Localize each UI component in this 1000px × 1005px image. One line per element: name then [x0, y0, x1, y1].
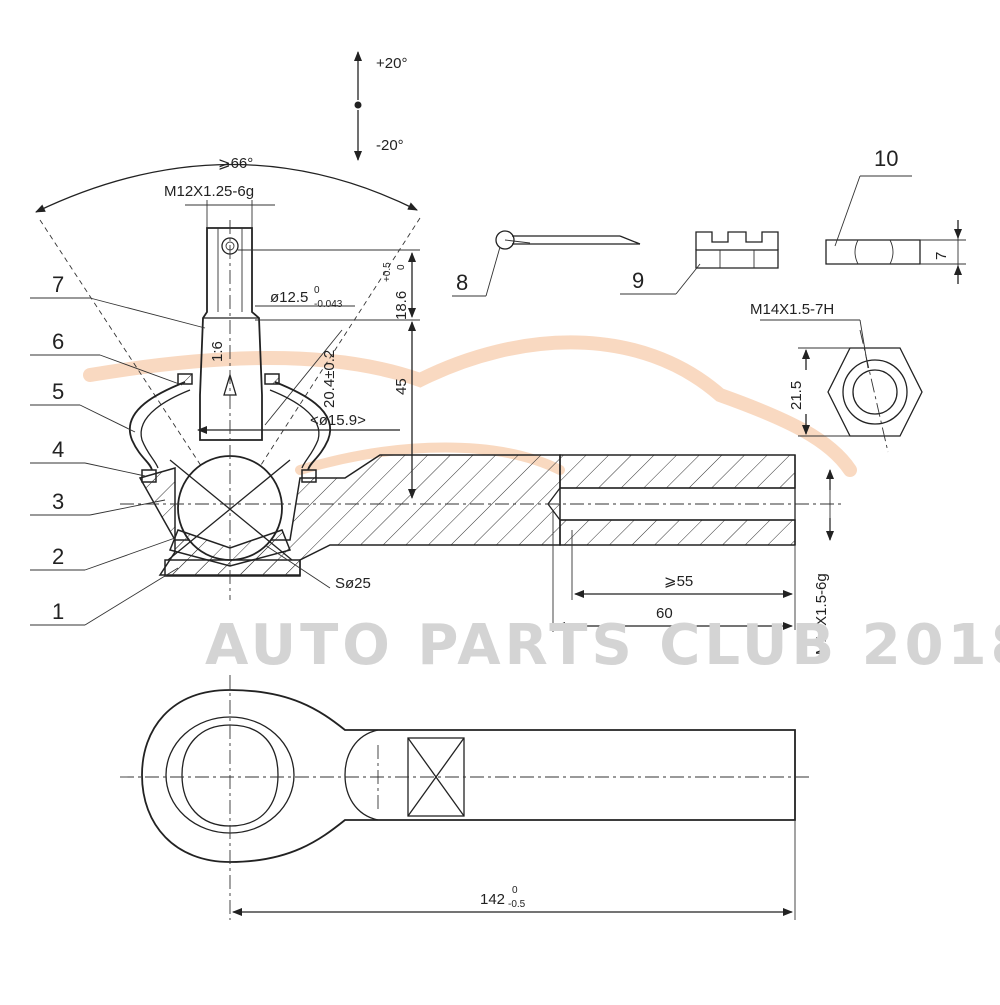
dust-boot: [129, 373, 331, 483]
nut-width-label: 21.5: [788, 381, 805, 410]
tilt-angle-indicator: [354, 51, 362, 161]
callout-leaders: [30, 297, 206, 626]
stud-length-tol-upper: +0.5: [382, 262, 393, 282]
overall-length-label: 142: [480, 891, 505, 908]
overall-length-tol-lower: -0.5: [508, 899, 526, 910]
callout-7: 7: [52, 272, 64, 297]
stud-dia-label: ø12.5: [270, 289, 308, 306]
stud-dia-tol-lower: -0.043: [314, 299, 343, 310]
cone-angle-dimension: [35, 163, 421, 511]
overall-length-tol-upper: 0: [512, 885, 518, 896]
ball-stud: [199, 227, 263, 441]
boot-height-label: 20.4±0.2: [321, 350, 338, 408]
watermark-text: AUTO PARTS CLUB 2018: [205, 613, 1000, 678]
callout-8: 8: [456, 270, 468, 295]
locknut-height-label: 7: [933, 252, 950, 260]
shank-thread-label: M14X1.5-6g: [813, 573, 830, 655]
thread-depth-label: ⩾55: [664, 573, 693, 590]
boot-dia-label: <ø15.9>: [310, 412, 366, 429]
stud-dia-tol-upper: 0: [314, 285, 320, 296]
plan-view: [120, 675, 810, 920]
ball-dia-label: Sø25: [335, 575, 371, 592]
thread-depth-dimension: [571, 530, 796, 630]
nut-thread-label: M14X1.5-7H: [750, 301, 834, 318]
callout-9: 9: [632, 268, 644, 293]
ball-dia-leader: [264, 544, 331, 589]
bore-depth-label: 60: [656, 605, 673, 622]
cone-angle-label: ⩾66°: [218, 155, 253, 172]
stud-thread-dimension: [185, 200, 275, 230]
stud-length-dimension: [238, 249, 420, 321]
callout-4: 4: [52, 437, 64, 462]
cotter-pin: [452, 230, 641, 297]
angle-down-label: -20°: [376, 137, 404, 154]
callout-10: 10: [874, 146, 898, 171]
angle-up-label: +20°: [376, 55, 407, 72]
callout-1: 1: [52, 599, 64, 624]
bore-depth-dimension: [552, 510, 793, 632]
callout-2: 2: [52, 544, 64, 569]
lock-nut: [825, 175, 966, 284]
taper-label: 1:6: [209, 341, 226, 362]
callout-6: 6: [52, 329, 64, 354]
stud-length-label: 18.6: [393, 291, 410, 320]
stud-length-tol-lower: 0: [396, 264, 407, 270]
watermark-car-logo: [83, 335, 857, 477]
stud-thread-label: M12X1.25-6g: [164, 183, 254, 200]
boot-height-leader: [264, 329, 343, 426]
nut-top-view: [760, 319, 923, 453]
castle-nut: [620, 231, 779, 295]
height-45-label: 45: [393, 378, 410, 395]
callout-3: 3: [52, 489, 64, 514]
callout-5: 5: [52, 379, 64, 404]
